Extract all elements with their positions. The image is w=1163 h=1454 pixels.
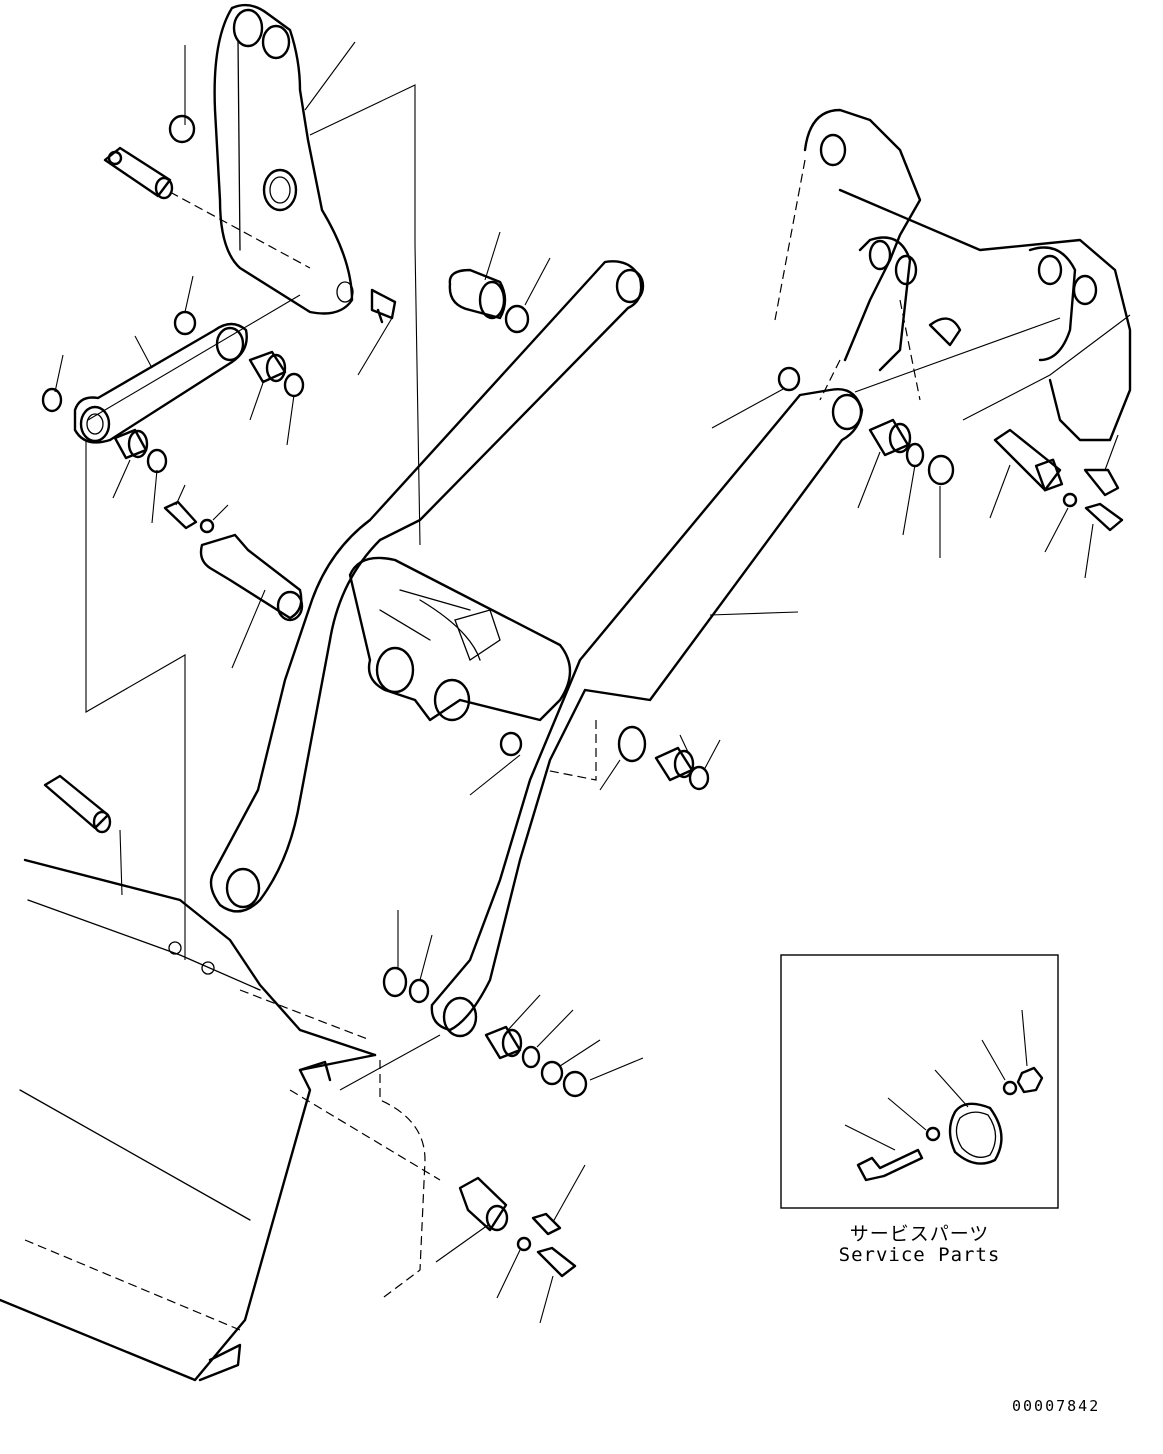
leader-lines (54, 41, 1131, 1324)
lift-arm-right (430, 388, 864, 1038)
o-ring-1 (168, 114, 196, 144)
inset-washer-1 (925, 1126, 941, 1142)
seal-ring-right (905, 442, 925, 468)
arm-boss (617, 725, 647, 763)
inset-plate (948, 1102, 1003, 1165)
inset-label-english: Service Parts (838, 1244, 1001, 1266)
o-ring-lower-3 (562, 1070, 588, 1098)
bucket-link (73, 322, 248, 444)
bushing-lower (484, 1025, 523, 1060)
o-ring-mid (499, 731, 523, 757)
bolt-right (1084, 502, 1124, 532)
bushing-mid (654, 746, 695, 782)
seal-ring-mid (688, 765, 710, 791)
lift-arm-left (209, 260, 645, 913)
o-ring-2 (173, 310, 197, 336)
bell-crank (213, 3, 354, 315)
grease-fitting-lower (531, 1212, 562, 1236)
drawing-number: 00007842 (1012, 1397, 1101, 1415)
bolt-lower (536, 1246, 577, 1278)
grease-fitting-right (1083, 468, 1120, 497)
pin-lower (458, 1176, 509, 1232)
washer-left (199, 518, 215, 534)
inset-label-japanese: サービスパーツ (849, 1223, 990, 1245)
boom-pin (199, 533, 304, 622)
service-parts-inset (780, 954, 1059, 1209)
bushing-upper (448, 268, 507, 320)
pin-bucket (43, 774, 112, 834)
seal-ring-upper (504, 304, 530, 334)
o-ring-lower-1 (382, 966, 408, 998)
o-ring-lower-2 (408, 978, 430, 1004)
bushing-link-bottom (113, 428, 149, 460)
grease-fitting (370, 288, 397, 324)
bucket (0, 858, 377, 1382)
o-ring-3 (41, 387, 63, 413)
front-frame (774, 108, 1132, 442)
washer-right (1062, 492, 1078, 508)
cross-tube (348, 556, 572, 722)
seal-ring-link-bottom (146, 448, 168, 474)
crank-pin (103, 146, 174, 200)
inset-nut (1016, 1066, 1044, 1094)
inset-washer-2 (1002, 1080, 1018, 1096)
bushing-right (868, 418, 912, 457)
seal-ring-link-top (283, 372, 305, 398)
shim-right (927, 454, 955, 486)
o-ring-right (777, 366, 801, 392)
washer-lower (516, 1236, 532, 1252)
pin-right (993, 428, 1064, 492)
bushing-link-top (248, 350, 287, 384)
inset-bolt (856, 1148, 924, 1182)
shim-lower (540, 1060, 564, 1086)
bolt-left (163, 500, 198, 530)
seal-ring-lower (521, 1045, 541, 1069)
